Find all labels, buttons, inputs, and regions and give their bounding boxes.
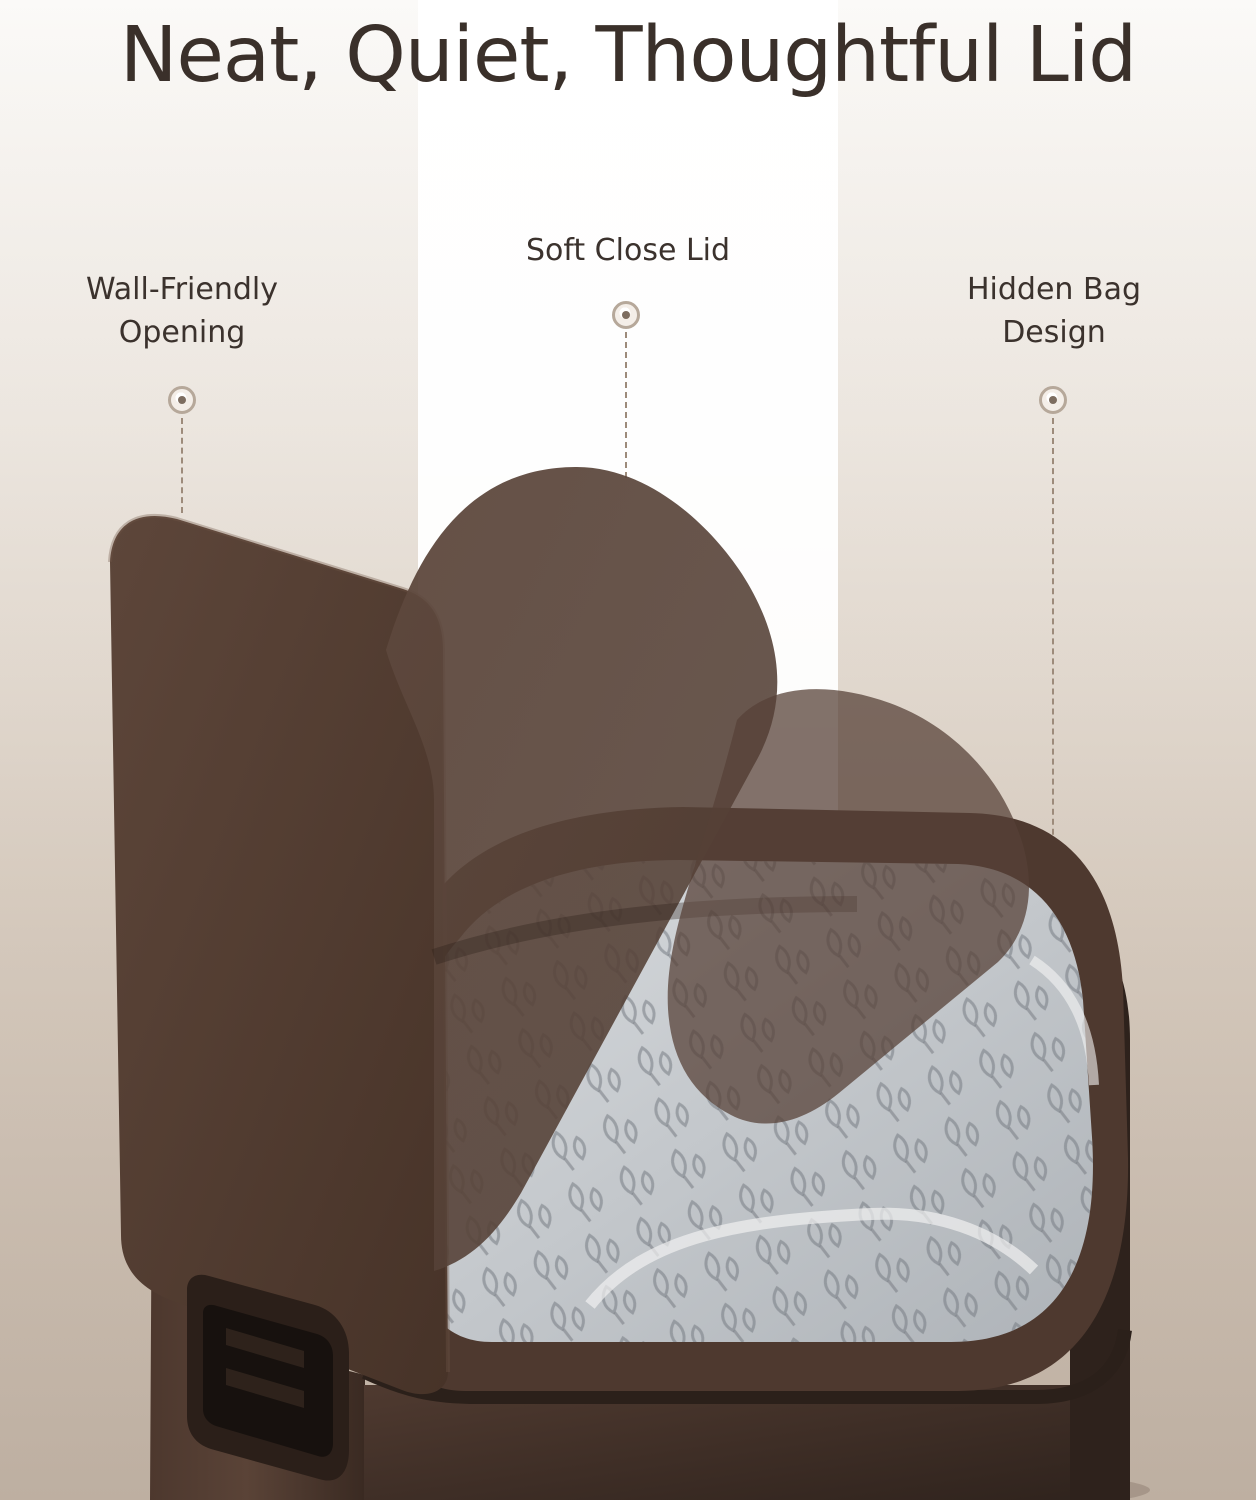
wall-friendly-opening-line-1: Wall-Friendly [86, 272, 278, 307]
soft-close-callout-leader-line [625, 332, 627, 478]
wall-friendly-opening-line-2: Opening [118, 315, 246, 350]
hand-grip-icon [187, 1274, 349, 1481]
soft-close-lid-label: Soft Close Lid [488, 229, 768, 272]
callout-marker-icon [612, 301, 640, 329]
wall-friendly-opening-label: Wall-Friendly Opening [52, 268, 312, 354]
wall-callout-leader-line [181, 418, 183, 513]
hidden-bag-callout-leader-line [1052, 418, 1054, 985]
callout-marker-icon [168, 386, 196, 414]
right-lid [667, 689, 1030, 1124]
hidden-bag-design-line-2: Design [1002, 315, 1106, 350]
callout-marker-icon [1039, 386, 1067, 414]
page-title: Neat, Quiet, Thoughtful Lid [119, 11, 1137, 100]
soft-close-lid-line-1: Soft Close Lid [525, 233, 731, 268]
hidden-bag-design-label: Hidden Bag Design [924, 268, 1184, 354]
hidden-bag-design-line-1: Hidden Bag [967, 272, 1141, 307]
